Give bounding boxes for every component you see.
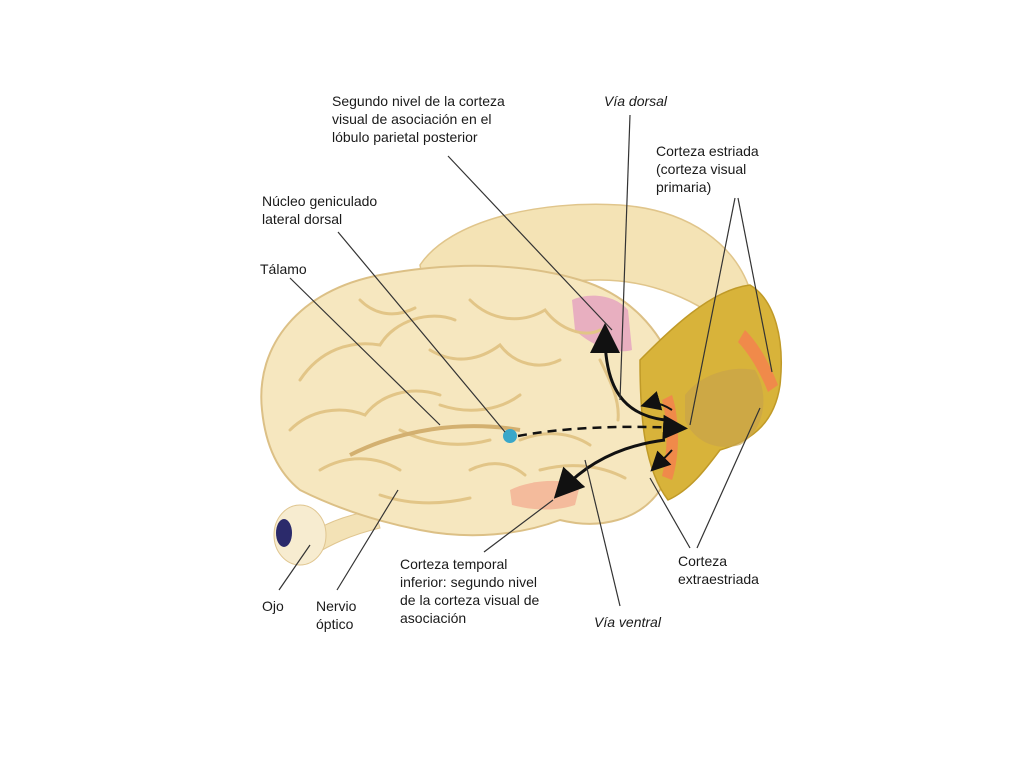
ventral-stream-arrow	[553, 438, 666, 499]
label-nervio-optico: Nervio óptico	[316, 598, 357, 632]
lateral-geniculate-nucleus	[503, 429, 517, 443]
label-via-ventral: Vía ventral	[594, 614, 661, 630]
striate-cortex	[738, 330, 778, 392]
pupil-icon	[276, 519, 292, 547]
small-arrow-2	[650, 449, 673, 472]
eye-icon	[273, 504, 327, 566]
label-nucleo-geniculado: Núcleo geniculado lateral dorsal	[262, 193, 378, 227]
dashed-pathway-arrow	[517, 414, 688, 440]
label-corteza-estriada: Corteza estriada (corteza visual primari…	[656, 143, 759, 195]
label-talamo: Tálamo	[260, 261, 307, 277]
cerebellum	[685, 368, 764, 448]
sylvian-fissure	[349, 424, 521, 457]
gyri-folds	[288, 298, 627, 505]
label-corteza-extraestriada: Corteza extraestriada	[678, 553, 759, 587]
small-arrow-1	[640, 391, 673, 411]
label-corteza-temporal: Corteza temporal inferior: segundo nivel…	[400, 556, 540, 626]
label-via-dorsal: Vía dorsal	[604, 93, 668, 109]
leader-lines	[278, 114, 773, 607]
label-segundo-nivel: Segundo nivel de la corteza visual de as…	[332, 93, 505, 145]
label-ojo: Ojo	[262, 598, 284, 614]
